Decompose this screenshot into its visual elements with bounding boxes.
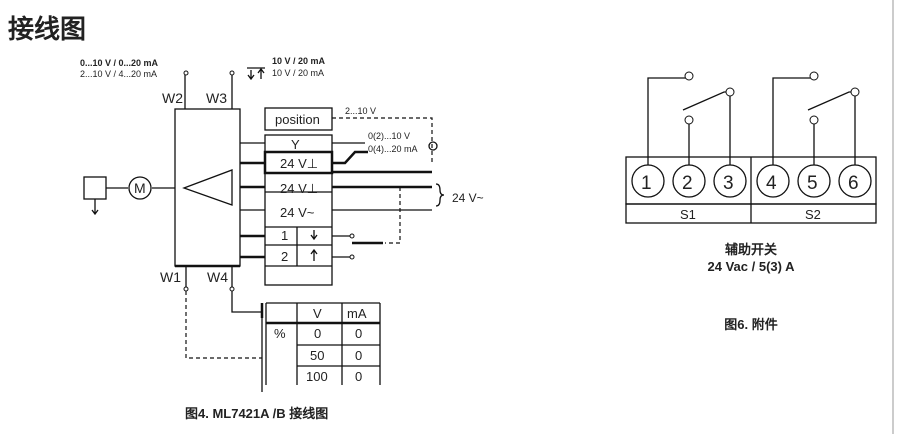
figure-6-caption: 图6. 附件 <box>724 317 777 332</box>
signal-label: 2...10 V / 4...20 mA <box>80 69 157 79</box>
table-header-v: V <box>313 306 322 321</box>
terminal-block: position Y 24 V⊥ 24 V⊥ 24 V~ 1 2 <box>263 107 334 286</box>
page-heading: 接线图 <box>8 14 86 44</box>
terminal-24v-ac: 24 V~ <box>280 205 315 220</box>
table-cell: % <box>274 326 286 341</box>
switch-group-s2: S2 <box>805 207 821 222</box>
table-cell: 0 <box>355 348 362 363</box>
position-signal-label: 2...10 V <box>345 106 376 116</box>
y-signal-label: 0(2)...10 V <box>368 131 410 141</box>
wire-label-w4: W4 <box>207 269 228 285</box>
motor-label: M <box>134 180 146 196</box>
signal-label: 0...10 V / 0...20 mA <box>80 58 159 68</box>
table-cell: 0 <box>355 326 362 341</box>
table-header-ma: mA <box>347 306 367 321</box>
wire-label-w1: W1 <box>160 269 181 285</box>
terminal-2: 2 <box>281 249 288 264</box>
switch-terminal-6: 6 <box>848 173 859 194</box>
amplifier-icon <box>182 169 233 206</box>
signal-table: V mA % 0 0 50 0 100 0 <box>265 302 381 385</box>
wire-label-w3: W3 <box>206 90 227 106</box>
terminal-position: position <box>275 112 320 127</box>
aux-switch-rating: 24 Vac / 5(3) A <box>708 259 796 274</box>
signal-label: 10 V / 20 mA <box>272 56 326 66</box>
switch-terminal-3: 3 <box>723 173 734 194</box>
switch-terminal-5: 5 <box>807 173 818 194</box>
table-cell: 0 <box>355 369 362 384</box>
wire-label-w2: W2 <box>162 90 183 106</box>
switch-terminal-2: 2 <box>682 173 693 194</box>
supply-label: 24 V~ <box>452 191 484 205</box>
table-cell: 50 <box>310 348 324 363</box>
switch-terminal-4: 4 <box>766 173 777 194</box>
table-cell: 0 <box>314 326 321 341</box>
table-cell: 100 <box>306 369 328 384</box>
auxiliary-switch-diagram: 1 2 3 4 5 6 S1 S2 辅助开关 24 Vac / 5(3) A 图… <box>625 71 877 332</box>
switch-group-s1: S1 <box>680 207 696 222</box>
terminal-24v-gnd-2: 24 V⊥ <box>280 181 318 196</box>
signal-label: 10 V / 20 mA <box>272 68 324 78</box>
switch-terminal-1: 1 <box>641 173 652 194</box>
ml7421-wiring-diagram: 0...10 V / 0...20 mA 2...10 V / 4...20 m… <box>80 56 484 421</box>
aux-switch-label: 辅助开关 <box>725 242 777 257</box>
terminal-1: 1 <box>281 228 288 243</box>
direction-arrows-icon <box>247 67 265 81</box>
terminal-24v-gnd: 24 V⊥ <box>280 156 318 171</box>
y-signal-label: 0(4)...20 mA <box>368 144 418 154</box>
terminal-y: Y <box>291 137 300 152</box>
figure-4-caption: 图4. ML7421A /B 接线图 <box>185 406 328 421</box>
motor-icon <box>128 176 152 200</box>
